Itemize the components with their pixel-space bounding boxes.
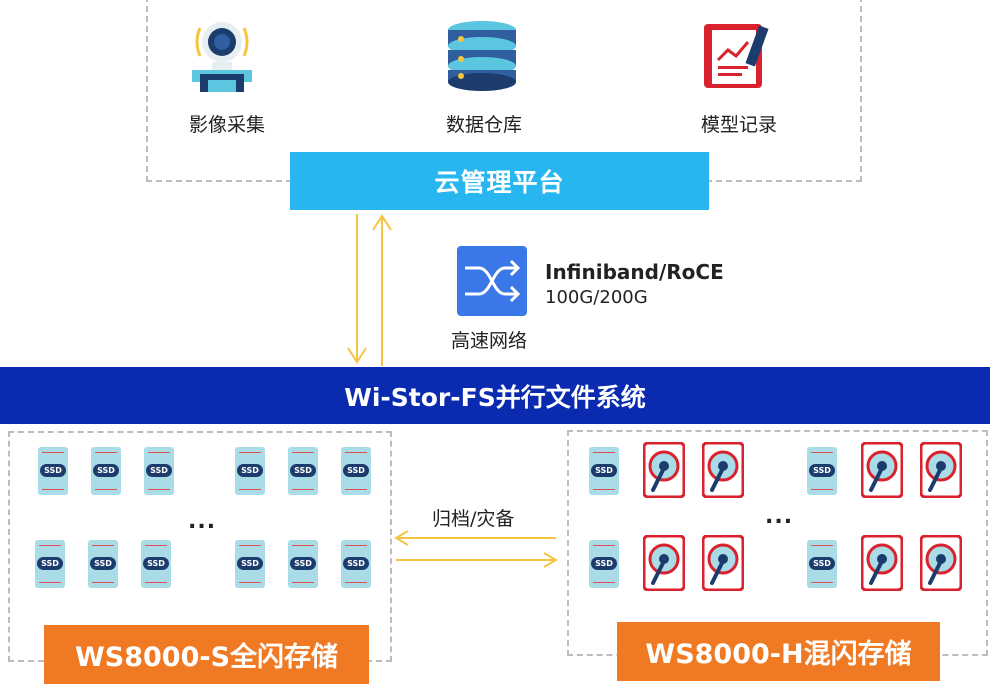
ssd-disk: SSD [88, 540, 118, 588]
ssd-disk: SSD [807, 447, 837, 495]
database-icon [448, 21, 516, 91]
storage-h-label: WS8000-H混闪存储 [617, 622, 940, 681]
cloud-platform-bar: 云管理平台 [290, 152, 709, 210]
report-icon [704, 24, 769, 88]
hdd-disk [702, 442, 744, 498]
ssd-disk: SSD [589, 540, 619, 588]
ssd-disk: SSD [589, 447, 619, 495]
ssd-disk: SSD [341, 447, 371, 495]
source-label-imaging: 影像采集 [188, 114, 265, 136]
ssd-disk: SSD [807, 540, 837, 588]
ssd-disk: SSD [35, 540, 65, 588]
source-label-warehouse: 数据仓库 [445, 114, 522, 136]
shuffle-icon [457, 246, 527, 316]
hdd-disk [643, 442, 685, 498]
camera-icon [192, 22, 252, 92]
ssd-disk: SSD [288, 447, 318, 495]
hdd-disk [702, 535, 744, 591]
source-label-model: 模型记录 [700, 114, 777, 136]
hdd-disk [920, 535, 962, 591]
ssd-disk: SSD [341, 540, 371, 588]
vertical-arrows [347, 214, 392, 366]
ssd-disk: SSD [235, 447, 265, 495]
ssd-disk: SSD [141, 540, 171, 588]
hdd-disk [861, 535, 903, 591]
network-label: 高速网络 [451, 330, 528, 352]
ssd-disk: SSD [235, 540, 265, 588]
hdd-disk [920, 442, 962, 498]
ssd-disk: SSD [38, 447, 68, 495]
ellipsis: ... [188, 509, 217, 534]
hdd-disk [643, 535, 685, 591]
filesystem-bar: Wi-Stor-FS并行文件系统 [0, 367, 990, 424]
hdd-disk [861, 442, 903, 498]
ssd-disk: SSD [91, 447, 121, 495]
archive-label: 归档/灾备 [432, 508, 515, 530]
archive-arrows [394, 530, 558, 568]
ssd-disk: SSD [144, 447, 174, 495]
ssd-disk: SSD [288, 540, 318, 588]
storage-s-label: WS8000-S全闪存储 [44, 625, 369, 684]
ellipsis: ... [765, 504, 794, 529]
network-speed: 100G/200G [545, 287, 648, 308]
network-protocol: Infiniband/RoCE [545, 260, 724, 284]
